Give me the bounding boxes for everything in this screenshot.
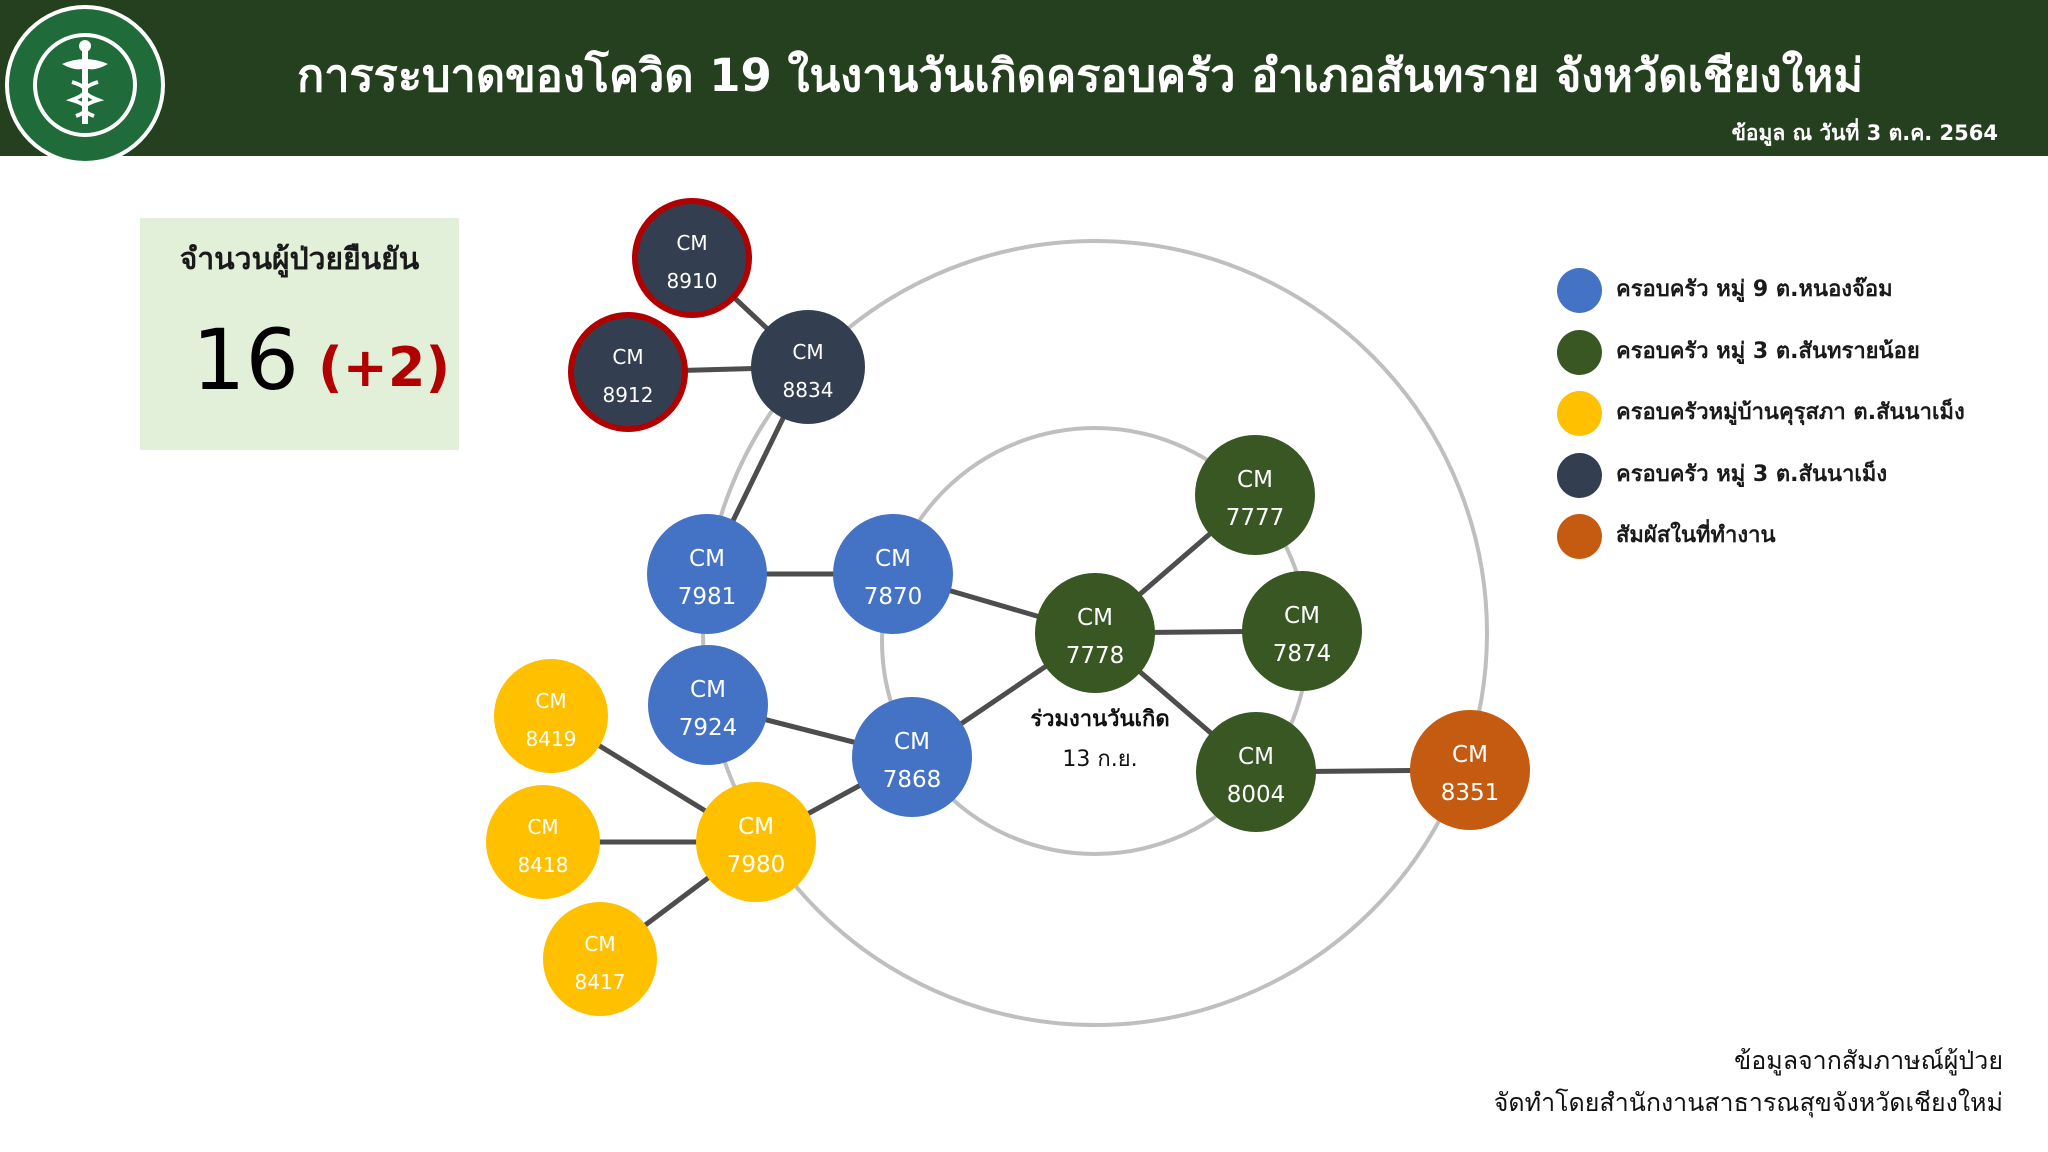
legend-dot: [1557, 329, 1602, 375]
footer-credit: ข้อมูลจากสัมภาษณ์ผู้ป่วย จัดทำโดยสำนักงา…: [1494, 1040, 2003, 1124]
legend-label: ครอบครัว หมู่ 9 ต.หนองจ๊อม: [1616, 277, 1893, 302]
case-node-circle: [1242, 571, 1362, 691]
data-date: ข้อมูล ณ วันที่ 3 ต.ค. 2564: [1731, 121, 1998, 145]
legend-label: ครอบครัว หมู่ 3 ต.สันทรายน้อย: [1616, 338, 1920, 364]
case-node-8910: CM 8910: [632, 198, 752, 318]
case-node-circle: [696, 782, 816, 902]
case-node-id: 7874: [1273, 641, 1332, 667]
event-date: 13 ก.ย.: [1062, 747, 1138, 772]
case-node-prefix: CM: [792, 340, 823, 364]
case-node-8351: CM 8351: [1410, 710, 1530, 830]
case-node-circle: [833, 514, 953, 634]
case-node-7981: CM 7981: [647, 514, 767, 634]
case-node-8004: CM 8004: [1196, 712, 1316, 832]
case-node-id: 8351: [1441, 780, 1500, 806]
case-node-id: 8004: [1227, 782, 1286, 808]
case-node-prefix: CM: [689, 546, 725, 572]
confirmed-cases-count: 16: [192, 311, 299, 409]
case-node-circle: [543, 902, 657, 1016]
case-node-7874: CM 7874: [1242, 571, 1362, 691]
case-node-id: 8419: [526, 727, 577, 751]
case-node-7777: CM 7777: [1195, 435, 1315, 555]
case-node-8418: CM 8418: [486, 785, 600, 899]
case-node-prefix: CM: [1284, 603, 1320, 629]
case-node-id: 8834: [783, 378, 834, 402]
case-node-id: 8417: [575, 970, 626, 994]
case-node-7980: CM 7980: [696, 782, 816, 902]
case-node-prefix: CM: [1237, 467, 1273, 493]
case-node-prefix: CM: [535, 689, 566, 713]
page-title: การระบาดของโควิด 19 ในงานวันเกิดครอบครัว…: [296, 49, 1864, 102]
footer-author: จัดทำโดยสำนักงานสาธารณสุขจังหวัดเชียงใหม…: [1493, 1088, 2003, 1117]
header-bar: การระบาดของโควิด 19 ในงานวันเกิดครอบครัว…: [0, 0, 2048, 156]
case-node-circle: [568, 312, 688, 432]
case-node-id: 8910: [667, 269, 718, 293]
case-node-id: 7777: [1226, 505, 1285, 531]
case-node-8419: CM 8419: [494, 659, 608, 773]
case-node-prefix: CM: [894, 729, 930, 755]
case-node-7870: CM 7870: [833, 514, 953, 634]
footer-source: ข้อมูลจากสัมภาษณ์ผู้ป่วย: [1734, 1046, 2003, 1075]
case-node-circle: [1035, 573, 1155, 693]
confirmed-cases-delta: (+2): [318, 336, 451, 399]
case-node-8912: CM 8912: [568, 312, 688, 432]
case-node-id: 7981: [678, 584, 737, 610]
case-node-prefix: CM: [527, 815, 558, 839]
legend-dot: [1557, 514, 1602, 559]
case-node-8834: CM 8834: [751, 310, 865, 424]
case-node-circle: [647, 514, 767, 634]
case-node-prefix: CM: [1077, 605, 1113, 631]
event-title: ร่วมงานวันเกิด: [1030, 707, 1170, 732]
case-node-id: 8418: [518, 853, 569, 877]
case-node-circle: [1196, 712, 1316, 832]
birthday-event-label: ร่วมงานวันเกิด 13 ก.ย.: [1000, 700, 1200, 780]
case-node-circle: [1195, 435, 1315, 555]
legend-dot: [1557, 268, 1602, 313]
case-node-prefix: CM: [1238, 744, 1274, 770]
case-node-prefix: CM: [875, 546, 911, 572]
case-node-7778: CM 7778: [1035, 573, 1155, 693]
case-node-id: 7980: [727, 852, 786, 878]
case-node-circle: [486, 785, 600, 899]
legend-label: ครอบครัว หมู่ 3 ต.สันนาเม็ง: [1616, 461, 1888, 487]
legend-label: สัมผัสในที่ทำงาน: [1616, 523, 1776, 548]
case-node-prefix: CM: [738, 814, 774, 840]
case-node-id: 7868: [883, 767, 942, 793]
case-node-circle: [648, 645, 768, 765]
legend-dot: [1557, 452, 1602, 498]
ministry-logo-icon: [5, 5, 165, 165]
nodes-layer: CM7778CM7777CM7874CM8004CM8351CM7870CM79…: [486, 198, 1530, 1016]
case-node-circle: [1410, 710, 1530, 830]
case-node-prefix: CM: [612, 345, 643, 369]
case-node-prefix: CM: [690, 677, 726, 703]
confirmed-cases-box: จำนวนผู้ป่วยยืนยัน 16 (+2): [140, 218, 459, 450]
case-node-circle: [852, 697, 972, 817]
case-node-circle: [751, 310, 865, 424]
case-node-7924: CM 7924: [648, 645, 768, 765]
case-node-circle: [494, 659, 608, 773]
case-node-id: 7870: [864, 584, 923, 610]
case-node-prefix: CM: [676, 231, 707, 255]
case-node-circle: [632, 198, 752, 318]
case-node-prefix: CM: [1452, 742, 1488, 768]
legend-label: ครอบครัวหมู่บ้านคุรุสภา ต.สันนาเม็ง: [1616, 400, 1965, 425]
case-node-7868: CM 7868: [852, 697, 972, 817]
case-node-id: 7778: [1066, 643, 1125, 669]
legend-dot: [1557, 391, 1602, 436]
case-node-prefix: CM: [584, 932, 615, 956]
case-node-id: 7924: [679, 715, 738, 741]
case-node-id: 8912: [603, 383, 654, 407]
case-node-8417: CM 8417: [543, 902, 657, 1016]
confirmed-cases-label: จำนวนผู้ป่วยยืนยัน: [179, 242, 420, 277]
